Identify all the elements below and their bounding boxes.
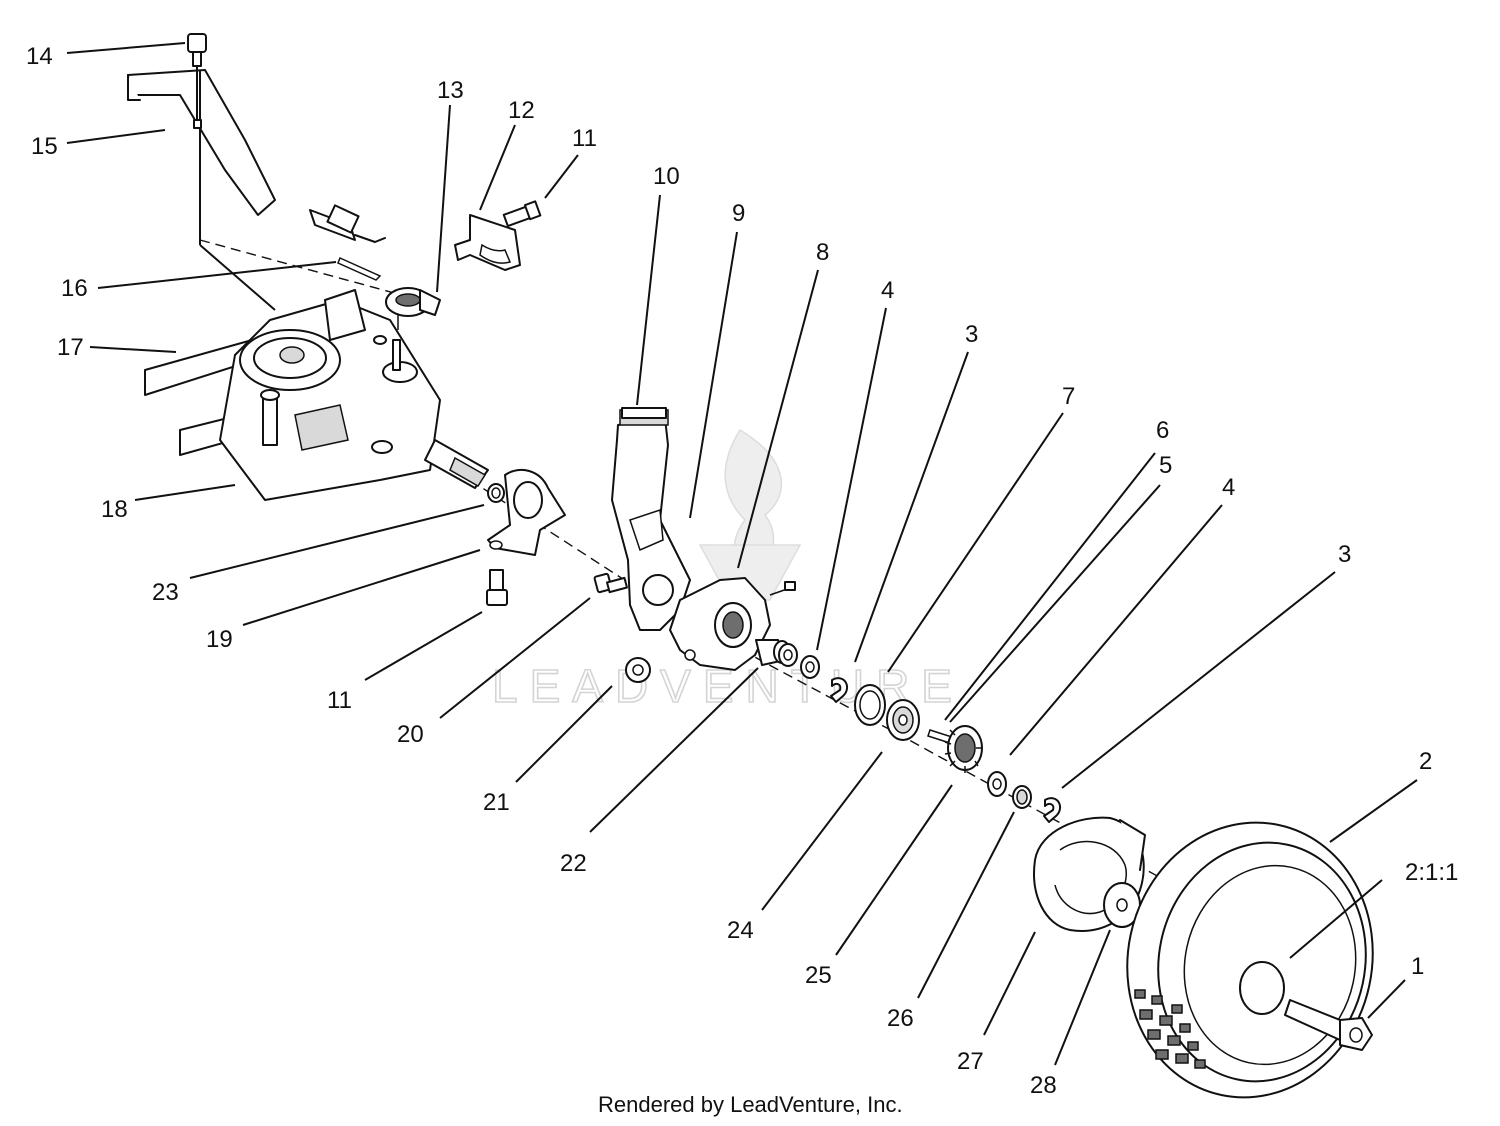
callout-27: 27 [957,1048,984,1075]
callout-12: 12 [508,97,535,124]
callout-24: 24 [727,917,754,944]
part-16-cotter-pin [337,256,382,281]
callout-25: 25 [805,962,832,989]
watermark-flame-logo [698,428,802,601]
part-19-bearing-bracket [487,468,566,556]
output-axle-shaft [424,439,489,489]
part-11-bolt-upper [502,200,542,228]
part-14-bolt [187,33,207,129]
part-4-washer-b [987,771,1007,797]
callout-9: 9 [732,200,745,227]
part-2-wheel [1126,821,1374,1099]
part-3-retaining-ring-b [1043,797,1061,823]
part-11-bolt-lower [486,569,508,606]
part-21-nut [625,657,651,683]
callout-7: 7 [1062,383,1075,410]
part-4-washer-a [778,643,798,667]
callout-19: 19 [206,626,233,653]
part-6-ring [854,684,886,726]
part-8-bearing-plate [669,577,796,671]
part-23-washer [487,483,505,503]
callout-3: 3 [1338,541,1351,568]
part-7-clip [830,677,848,703]
callout-26: 26 [887,1005,914,1032]
callout-2-1-1: 2:1:1 [1405,859,1458,886]
callout-13: 13 [437,77,464,104]
part-15-handle-bracket [127,69,276,311]
callout-3: 3 [965,321,978,348]
cable-end-fitting [309,204,386,243]
callout-10: 10 [653,163,680,190]
part-1-shoulder-bolt [1284,999,1373,1051]
callout-23: 23 [152,579,179,606]
part-20-bolt [593,572,628,594]
callout-17: 17 [57,334,84,361]
leader-lines [66,42,1418,1066]
callout-18: 18 [101,496,128,523]
part-12-cable-plate [454,214,521,271]
callout-22: 22 [560,850,587,877]
part-24-bearing [886,699,920,741]
part-18-transmission [219,289,441,501]
callout-15: 15 [31,133,58,160]
callout-labels: 14 15 13 12 11 10 9 8 4 3 7 6 5 4 3 16 1… [26,43,1458,1099]
callout-20: 20 [397,721,424,748]
callout-5: 5 [1159,452,1172,479]
part-3-retaining-ring-a [800,655,820,679]
callout-21: 21 [483,789,510,816]
tire-tread [1134,989,1206,1069]
callout-6: 6 [1156,417,1169,444]
part-26-bushing [1012,785,1032,809]
callout-8: 8 [816,239,829,266]
callout-4: 4 [881,277,894,304]
callout-4: 4 [1222,474,1235,501]
part-13-cable-clamp [385,287,441,330]
callout-1: 1 [1411,953,1424,980]
callout-16: 16 [61,275,88,302]
callout-11: 11 [572,125,597,152]
part-10-height-lever [611,407,691,631]
callout-2: 2 [1419,748,1432,775]
handle-centerline [199,239,421,301]
callout-28: 28 [1030,1072,1057,1099]
callout-11: 11 [327,687,352,714]
part-25-pinion-gear [944,725,983,773]
render-credit: Rendered by LeadVenture, Inc. [598,1092,903,1117]
callout-14: 14 [26,43,53,70]
